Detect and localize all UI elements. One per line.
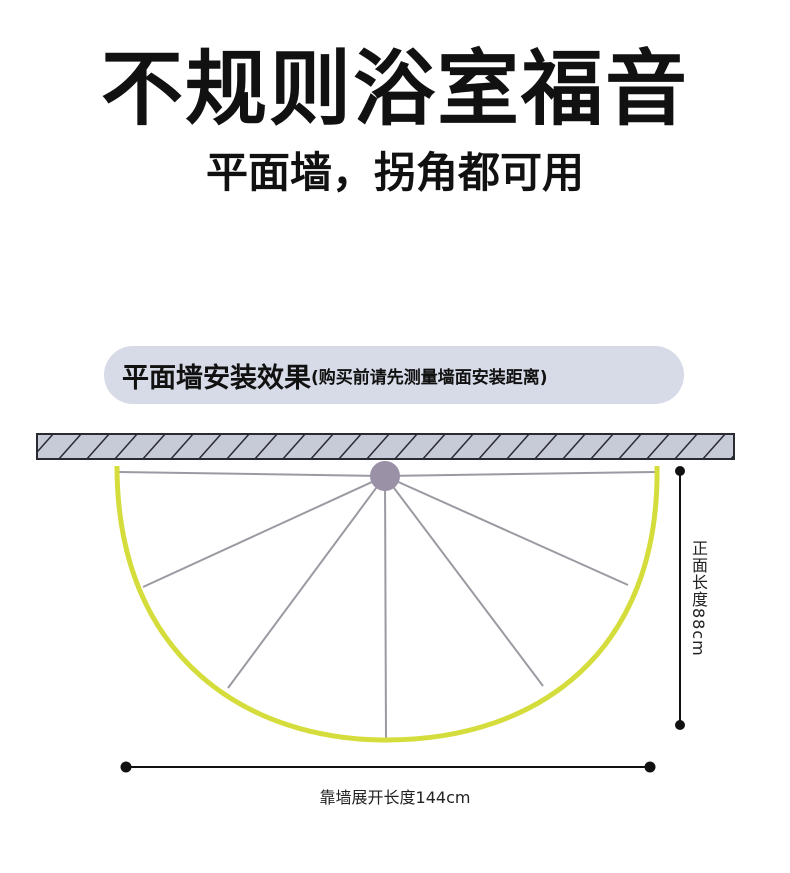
wall-hatch-line xyxy=(309,434,335,459)
wall-hatch-line xyxy=(758,433,782,460)
wall xyxy=(36,433,782,460)
wall-hatch-line xyxy=(477,434,503,459)
wall-hatch-line xyxy=(393,434,419,459)
wall-hatch-line xyxy=(225,434,251,459)
spoke xyxy=(384,475,387,741)
wall-hatch-line xyxy=(421,434,447,459)
depth-dimension xyxy=(675,466,685,730)
wall-hatch-line xyxy=(85,434,111,459)
curtain-arc xyxy=(114,465,660,743)
spoke xyxy=(384,471,657,477)
section-label-note: (购买前请先测量墙面安装距离) xyxy=(311,367,548,388)
page-title: 不规则浴室福音 xyxy=(100,42,689,137)
spoke xyxy=(384,475,629,586)
wall-hatch-line xyxy=(113,434,139,459)
wall-hatch-line xyxy=(197,434,223,459)
spoke xyxy=(117,471,386,477)
wall-hatch-line xyxy=(589,434,615,459)
page-subtitle: 平面墙，拐角都可用 xyxy=(205,148,584,197)
depth-label: 正面长度88cm xyxy=(689,540,708,657)
wall-hatch-line xyxy=(365,434,391,459)
spoke xyxy=(142,475,386,588)
wall-hatch-line xyxy=(281,434,307,459)
wall-hatch-line xyxy=(533,434,559,459)
section-label-pill: 平面墙安装效果 (购买前请先测量墙面安装距离) xyxy=(104,346,684,404)
wall-hatch-line xyxy=(57,434,83,459)
curtain-rod-spokes xyxy=(117,471,657,741)
wall-hatch-line xyxy=(701,434,727,459)
width-dimension xyxy=(120,761,656,773)
wall-hatch-line xyxy=(561,434,587,459)
wall-hatch-line xyxy=(253,434,279,459)
wall-hatch-line xyxy=(141,434,167,459)
wall-hatch-line xyxy=(169,434,195,459)
ceiling-hub xyxy=(370,461,400,491)
width-label: 靠墙展开长度144cm xyxy=(319,788,471,807)
wall-hatch-line xyxy=(617,434,643,459)
spoke xyxy=(384,475,544,687)
wall-hatch-line xyxy=(505,434,531,459)
section-label-main: 平面墙安装效果 xyxy=(122,362,311,394)
spoke xyxy=(227,475,386,689)
wall-hatch-line xyxy=(645,434,671,459)
wall-hatch-line xyxy=(337,434,363,459)
wall-hatch-line xyxy=(673,434,699,459)
wall-hatch-line xyxy=(449,434,475,459)
wall-hatch-line xyxy=(37,434,55,454)
